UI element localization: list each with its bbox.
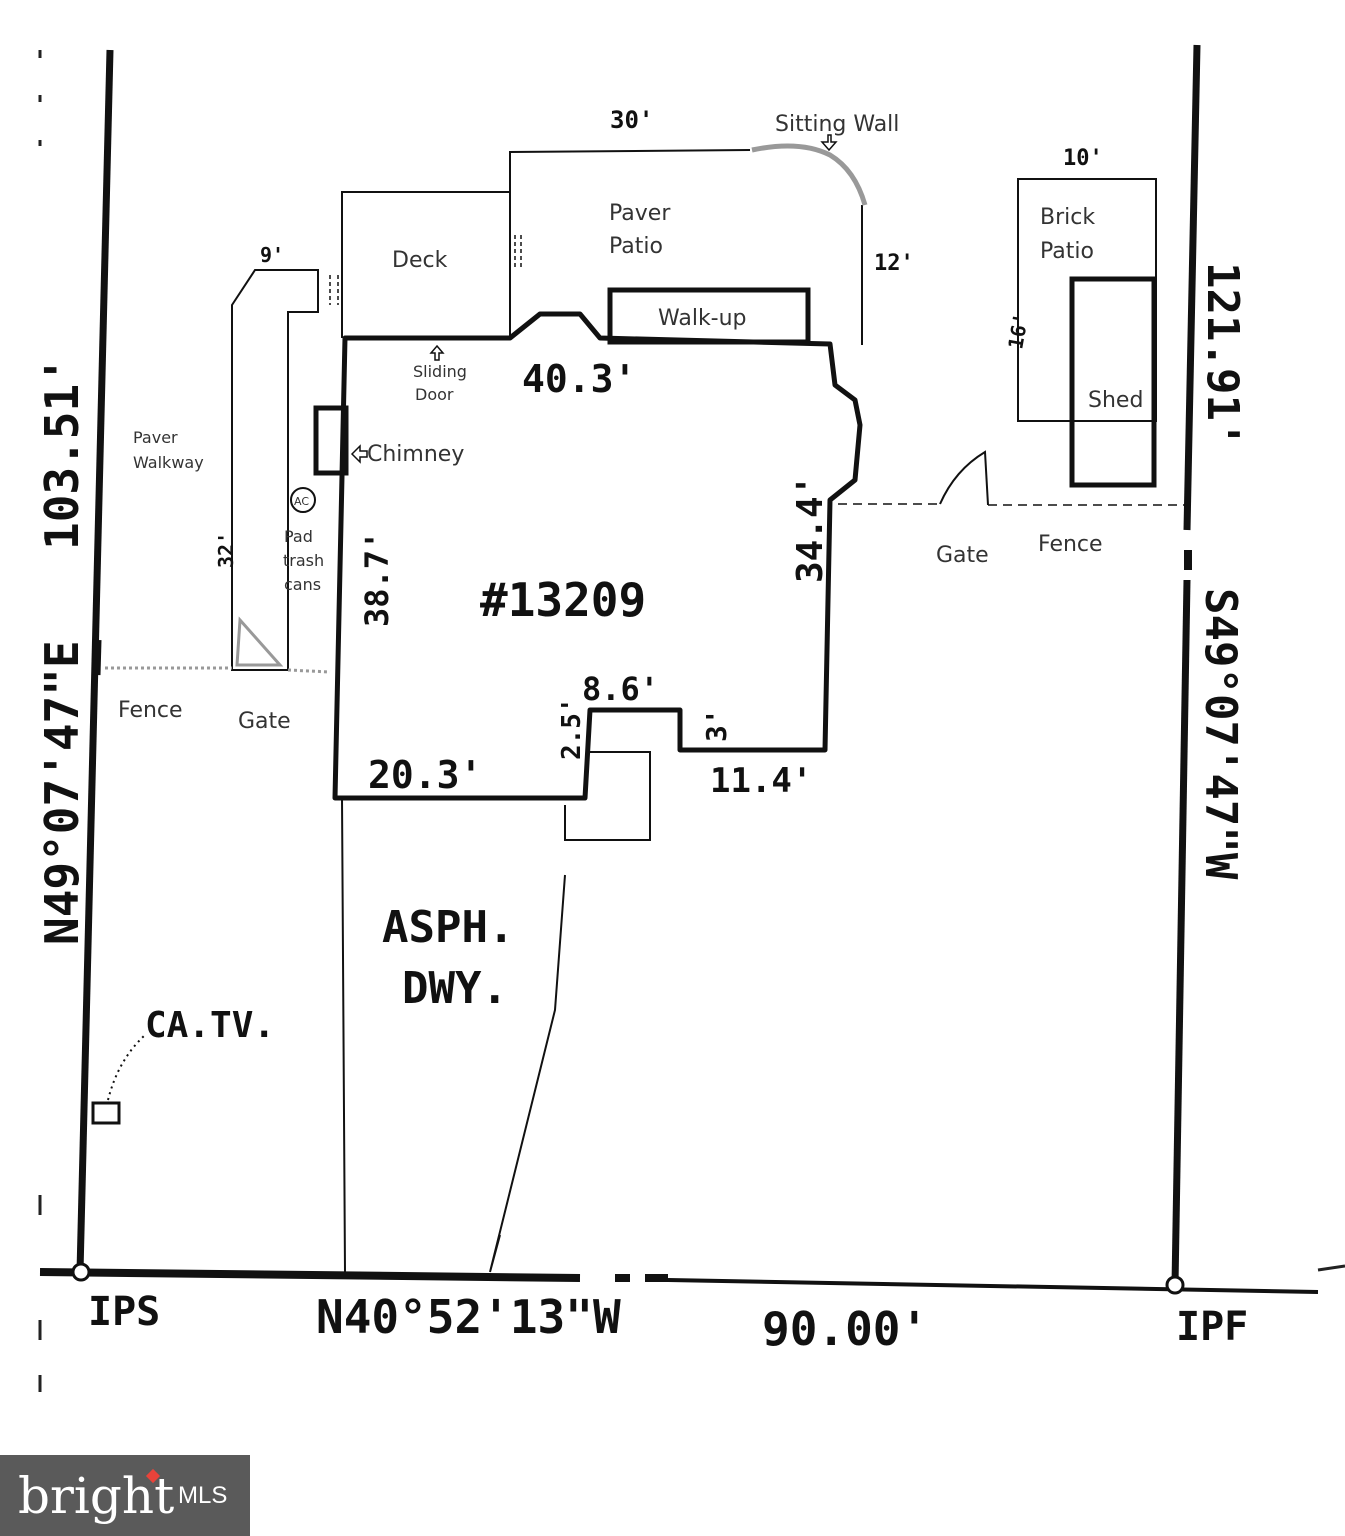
patio-depth-label: 12' <box>874 251 914 276</box>
chimney-arrow <box>350 444 368 464</box>
left-length-label: 103.51' <box>35 356 89 550</box>
deck-rail-marks <box>329 235 522 305</box>
gate-right-swing <box>939 450 989 506</box>
house-number-label: #13209 <box>480 573 646 627</box>
bump-width-label: 8.6' <box>582 670 659 708</box>
sliding-door-label-1: Sliding <box>413 362 467 381</box>
house-outline <box>332 311 863 801</box>
front-walk <box>564 751 651 841</box>
fence-right <box>838 503 1185 506</box>
rear-wall-label: 40.3' <box>522 357 636 401</box>
chimney-box <box>313 405 349 476</box>
sliding-door-arrow <box>429 344 445 361</box>
fence-right-label: Fence <box>1038 532 1103 557</box>
shed-width-label: 10' <box>1063 146 1103 171</box>
shed-label: Shed <box>1088 388 1143 413</box>
walkway-dimension-label: 9' <box>260 243 284 267</box>
top-dimension-label: 30' <box>610 106 653 134</box>
driveway-label-1: ASPH. <box>382 902 514 953</box>
catv-lead <box>107 1034 146 1101</box>
front-bearing-label: N40°52'13"W <box>316 1290 621 1344</box>
right-property-line-upper <box>1183 44 1201 531</box>
corner-pin-left <box>71 1262 91 1282</box>
fence-left <box>105 666 331 674</box>
paver-patio-outline <box>509 149 863 345</box>
front-right-label: 11.4' <box>710 761 812 801</box>
bump-depth-left-label: 2.5' <box>557 697 587 760</box>
bright-mls-logo: bright MLS <box>0 1455 250 1536</box>
sitting-wall-label: Sitting Wall <box>775 112 899 137</box>
right-length-label: 121.91' <box>1197 262 1248 447</box>
sliding-door-label-2: Door <box>415 385 454 404</box>
front-left-label: 20.3' <box>368 753 482 797</box>
front-property-line-b <box>667 1278 1319 1294</box>
right-property-line-lower <box>1171 579 1191 1286</box>
right-wall-label: 34.4' <box>790 475 831 583</box>
pad-label-1: Pad <box>284 527 313 546</box>
bump-depth-right-label: 3' <box>700 708 733 742</box>
gate-right-label: Gate <box>936 543 989 568</box>
brick-patio-label-1: Brick <box>1040 205 1095 230</box>
corner-pin-right <box>1165 1275 1185 1295</box>
catv-box <box>91 1101 121 1125</box>
fence-left-label: Fence <box>118 698 183 723</box>
brick-depth-label: 16' <box>1003 311 1033 351</box>
sitting-wall-arrow <box>820 134 838 152</box>
ac-label: AC <box>294 495 309 508</box>
right-bearing-label: S49°07'47"W <box>1195 588 1246 880</box>
sitting-wall <box>751 143 868 206</box>
gate-left-label: Gate <box>238 709 291 734</box>
brick-patio-label-2: Patio <box>1040 239 1094 264</box>
property-lines <box>39 44 1319 1294</box>
catv-label: CA.TV. <box>145 1005 275 1046</box>
driveway-outline <box>341 797 566 1273</box>
scan-marks <box>38 50 1345 1392</box>
driveway-label-2: DWY. <box>402 963 508 1014</box>
paver-walkway-label-1: Paver <box>133 428 178 447</box>
front-length-label: 90.00' <box>762 1302 928 1356</box>
walkway-gate-swing <box>235 616 284 667</box>
corner-left-label: IPS <box>88 1289 160 1335</box>
walk-length-label: 32' <box>214 532 238 568</box>
ac-unit <box>290 487 316 513</box>
shed-outline <box>1069 276 1157 488</box>
corner-right-label: IPF <box>1176 1304 1248 1350</box>
paver-patio-label-1: Paver <box>609 201 671 226</box>
pad-label-2: trash <box>283 551 324 570</box>
paver-walkway-label-2: Walkway <box>133 453 204 472</box>
deck-label: Deck <box>392 248 448 273</box>
left-line-tick <box>91 639 102 676</box>
deck-outline <box>341 191 511 338</box>
left-bearing-label: N49°07'47"E <box>35 640 89 945</box>
logo-mls-text: MLS <box>178 1482 228 1509</box>
pad-label-3: cans <box>284 575 321 594</box>
front-property-line-a <box>39 1268 581 1282</box>
chimney-label: Chimney <box>367 442 464 467</box>
walk-up-outline <box>607 287 811 345</box>
walk-up-label: Walk-up <box>658 306 747 331</box>
left-wall-label: 38.7' <box>358 531 396 627</box>
paver-patio-label-2: Patio <box>609 234 663 259</box>
paver-walkway-outline <box>231 269 319 671</box>
